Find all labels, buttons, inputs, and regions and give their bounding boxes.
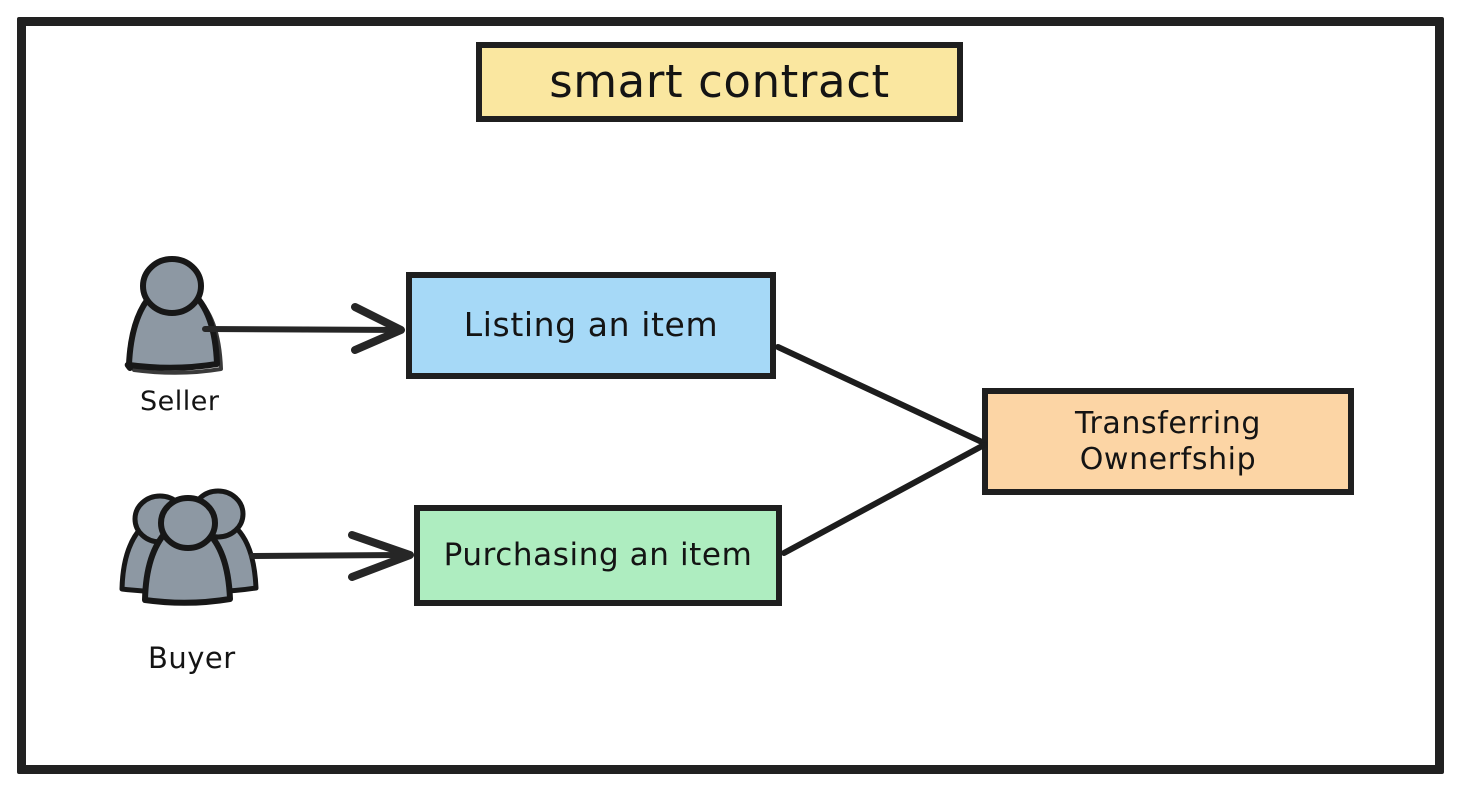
transferring-ownership-box: Transferring Ownerfship xyxy=(982,388,1354,495)
smart-contract-title-box: smart contract xyxy=(476,42,963,122)
purchasing-an-item-label: Purchasing an item xyxy=(443,537,753,574)
seller-label: Seller xyxy=(140,386,220,417)
listing-an-item-label: Listing an item xyxy=(463,305,719,345)
listing-an-item-box: Listing an item xyxy=(406,272,776,379)
buyer-label: Buyer xyxy=(148,641,236,675)
diagram-frame xyxy=(17,17,1444,774)
purchasing-an-item-box: Purchasing an item xyxy=(414,505,782,606)
transferring-ownership-label: Transferring Ownerfship xyxy=(1074,406,1262,477)
smart-contract-title-label: smart contract xyxy=(549,55,890,109)
